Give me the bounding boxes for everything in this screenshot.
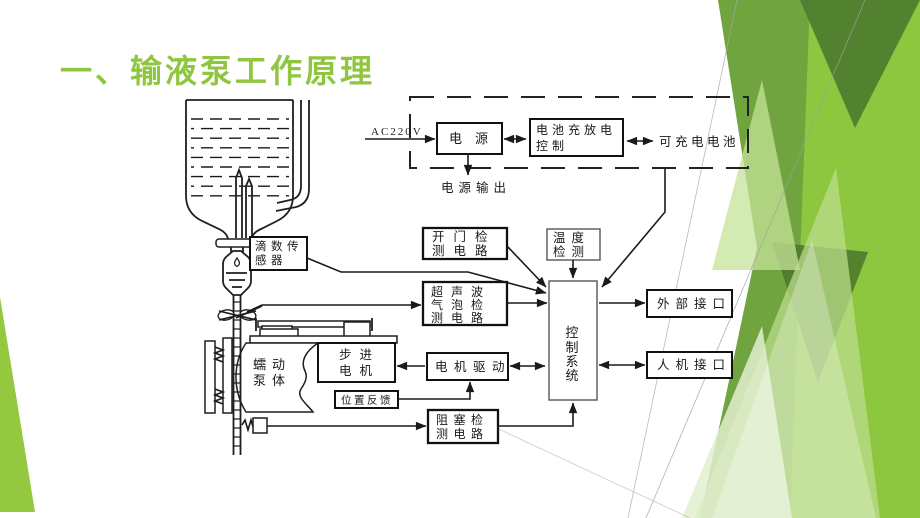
box-battery-charge-control: 电池充放电 控制 (529, 118, 624, 157)
box-position-feedback: 位置反馈 (334, 390, 399, 409)
power-section-dashed-frame (409, 96, 749, 169)
decor-pale-triangle (682, 326, 792, 518)
box-external-port: 外部接口 (646, 289, 733, 318)
svg-text:测电路: 测电路 (436, 426, 489, 441)
svg-text:外部接口: 外部接口 (657, 296, 731, 311)
svg-text:控: 控 (565, 325, 578, 340)
arrow-dropsensor-to-control (306, 257, 547, 295)
arrow-posfb-to-drive (398, 381, 475, 400)
label-ac220v: AC220V (371, 126, 423, 138)
decor-white-sheen (712, 240, 876, 518)
box-motor-drive: 电机驱动 (426, 352, 511, 381)
vent-tube-outer (275, 100, 310, 212)
iv-bottle (185, 99, 310, 252)
box-door-detect: 开门检 测电路 (421, 226, 509, 261)
box-temp-detect: 温度 检测 (546, 228, 601, 261)
drop-icon (233, 256, 241, 268)
svg-text:气泡检: 气泡检 (431, 297, 491, 312)
svg-text:测电路: 测电路 (431, 310, 491, 325)
svg-text:阻塞检: 阻塞检 (436, 412, 489, 427)
occlusion-spring (241, 417, 254, 433)
svg-text:滴数传: 滴数传 (255, 239, 303, 253)
box-ultrasonic-bubble-detect: 超声波 气泡检 测电路 (421, 280, 509, 327)
liquid-level-dashes (191, 118, 289, 197)
svg-text:开门检: 开门检 (432, 229, 497, 244)
svg-text:统: 统 (565, 368, 578, 383)
svg-text:系: 系 (565, 354, 578, 369)
decor-left-triangle (0, 297, 35, 512)
pump-body-label-2: 泵体 (253, 373, 291, 388)
arrow-battery-to-control (601, 168, 666, 288)
arrow-door-to-control (506, 245, 547, 288)
svg-text:温度: 温度 (553, 230, 590, 245)
box-hmi-port: 人机接口 (646, 351, 733, 379)
iv-tube (232, 295, 242, 455)
decor-dark-top-wedge (800, 0, 920, 128)
svg-text:电源: 电源 (449, 131, 501, 146)
clamp-leads (235, 304, 263, 319)
drip-chamber (222, 250, 252, 296)
vent-tube (276, 100, 302, 204)
arrow-occlusion-to-control (498, 402, 578, 427)
box-power: 电源 (436, 122, 503, 155)
label-rechargeable-battery: 可充电电池 (659, 134, 739, 149)
svg-text:感器: 感器 (255, 253, 287, 267)
slider-right (343, 321, 371, 338)
spring-top (212, 346, 226, 363)
svg-text:控制: 控制 (536, 139, 568, 153)
inner-straw-2 (245, 176, 253, 238)
bubble-sensor-clamp (217, 309, 257, 321)
connections (235, 134, 666, 431)
svg-text:电池充放电: 电池充放电 (536, 122, 616, 137)
pump-body-label-1: 蠕动 (253, 357, 291, 372)
press-plate-inner (222, 337, 233, 414)
decor-hairline-1 (627, 0, 738, 518)
base-plate (249, 335, 398, 344)
pump-body-outline (235, 342, 321, 413)
svg-text:超声波: 超声波 (431, 284, 491, 299)
label-power-output: 电源输出 (441, 180, 511, 195)
svg-text:测电路: 测电路 (432, 243, 497, 258)
svg-text:步进: 步进 (339, 348, 380, 362)
svg-text:电机驱动: 电机驱动 (435, 360, 511, 374)
box-occlusion-detect: 阻塞检 测电路 (426, 408, 500, 445)
page-title: 一、输液泵工作原理 (60, 53, 376, 89)
box-control-system: 控 制 系 统 (548, 280, 598, 401)
decor-hairline-3 (461, 411, 691, 518)
press-plate-outer (204, 340, 216, 414)
svg-text:检测: 检测 (553, 244, 590, 259)
svg-text:人机接口: 人机接口 (657, 357, 731, 372)
pump-mechanism: 蠕动 泵体 (204, 318, 398, 434)
box-drop-sensor: 滴数传 感器 (249, 236, 308, 271)
inner-straw-1 (235, 167, 243, 238)
decor-light-upper-wedge (712, 80, 800, 270)
decor-hairline-2 (645, 0, 866, 518)
svg-text:电机: 电机 (339, 364, 380, 378)
occlusion-sensor-block (252, 417, 268, 434)
spring-bottom (212, 388, 226, 405)
svg-text:制: 制 (565, 340, 578, 355)
svg-text:位置反馈: 位置反馈 (341, 394, 393, 407)
box-stepper-motor: 步进 电机 (317, 342, 396, 383)
